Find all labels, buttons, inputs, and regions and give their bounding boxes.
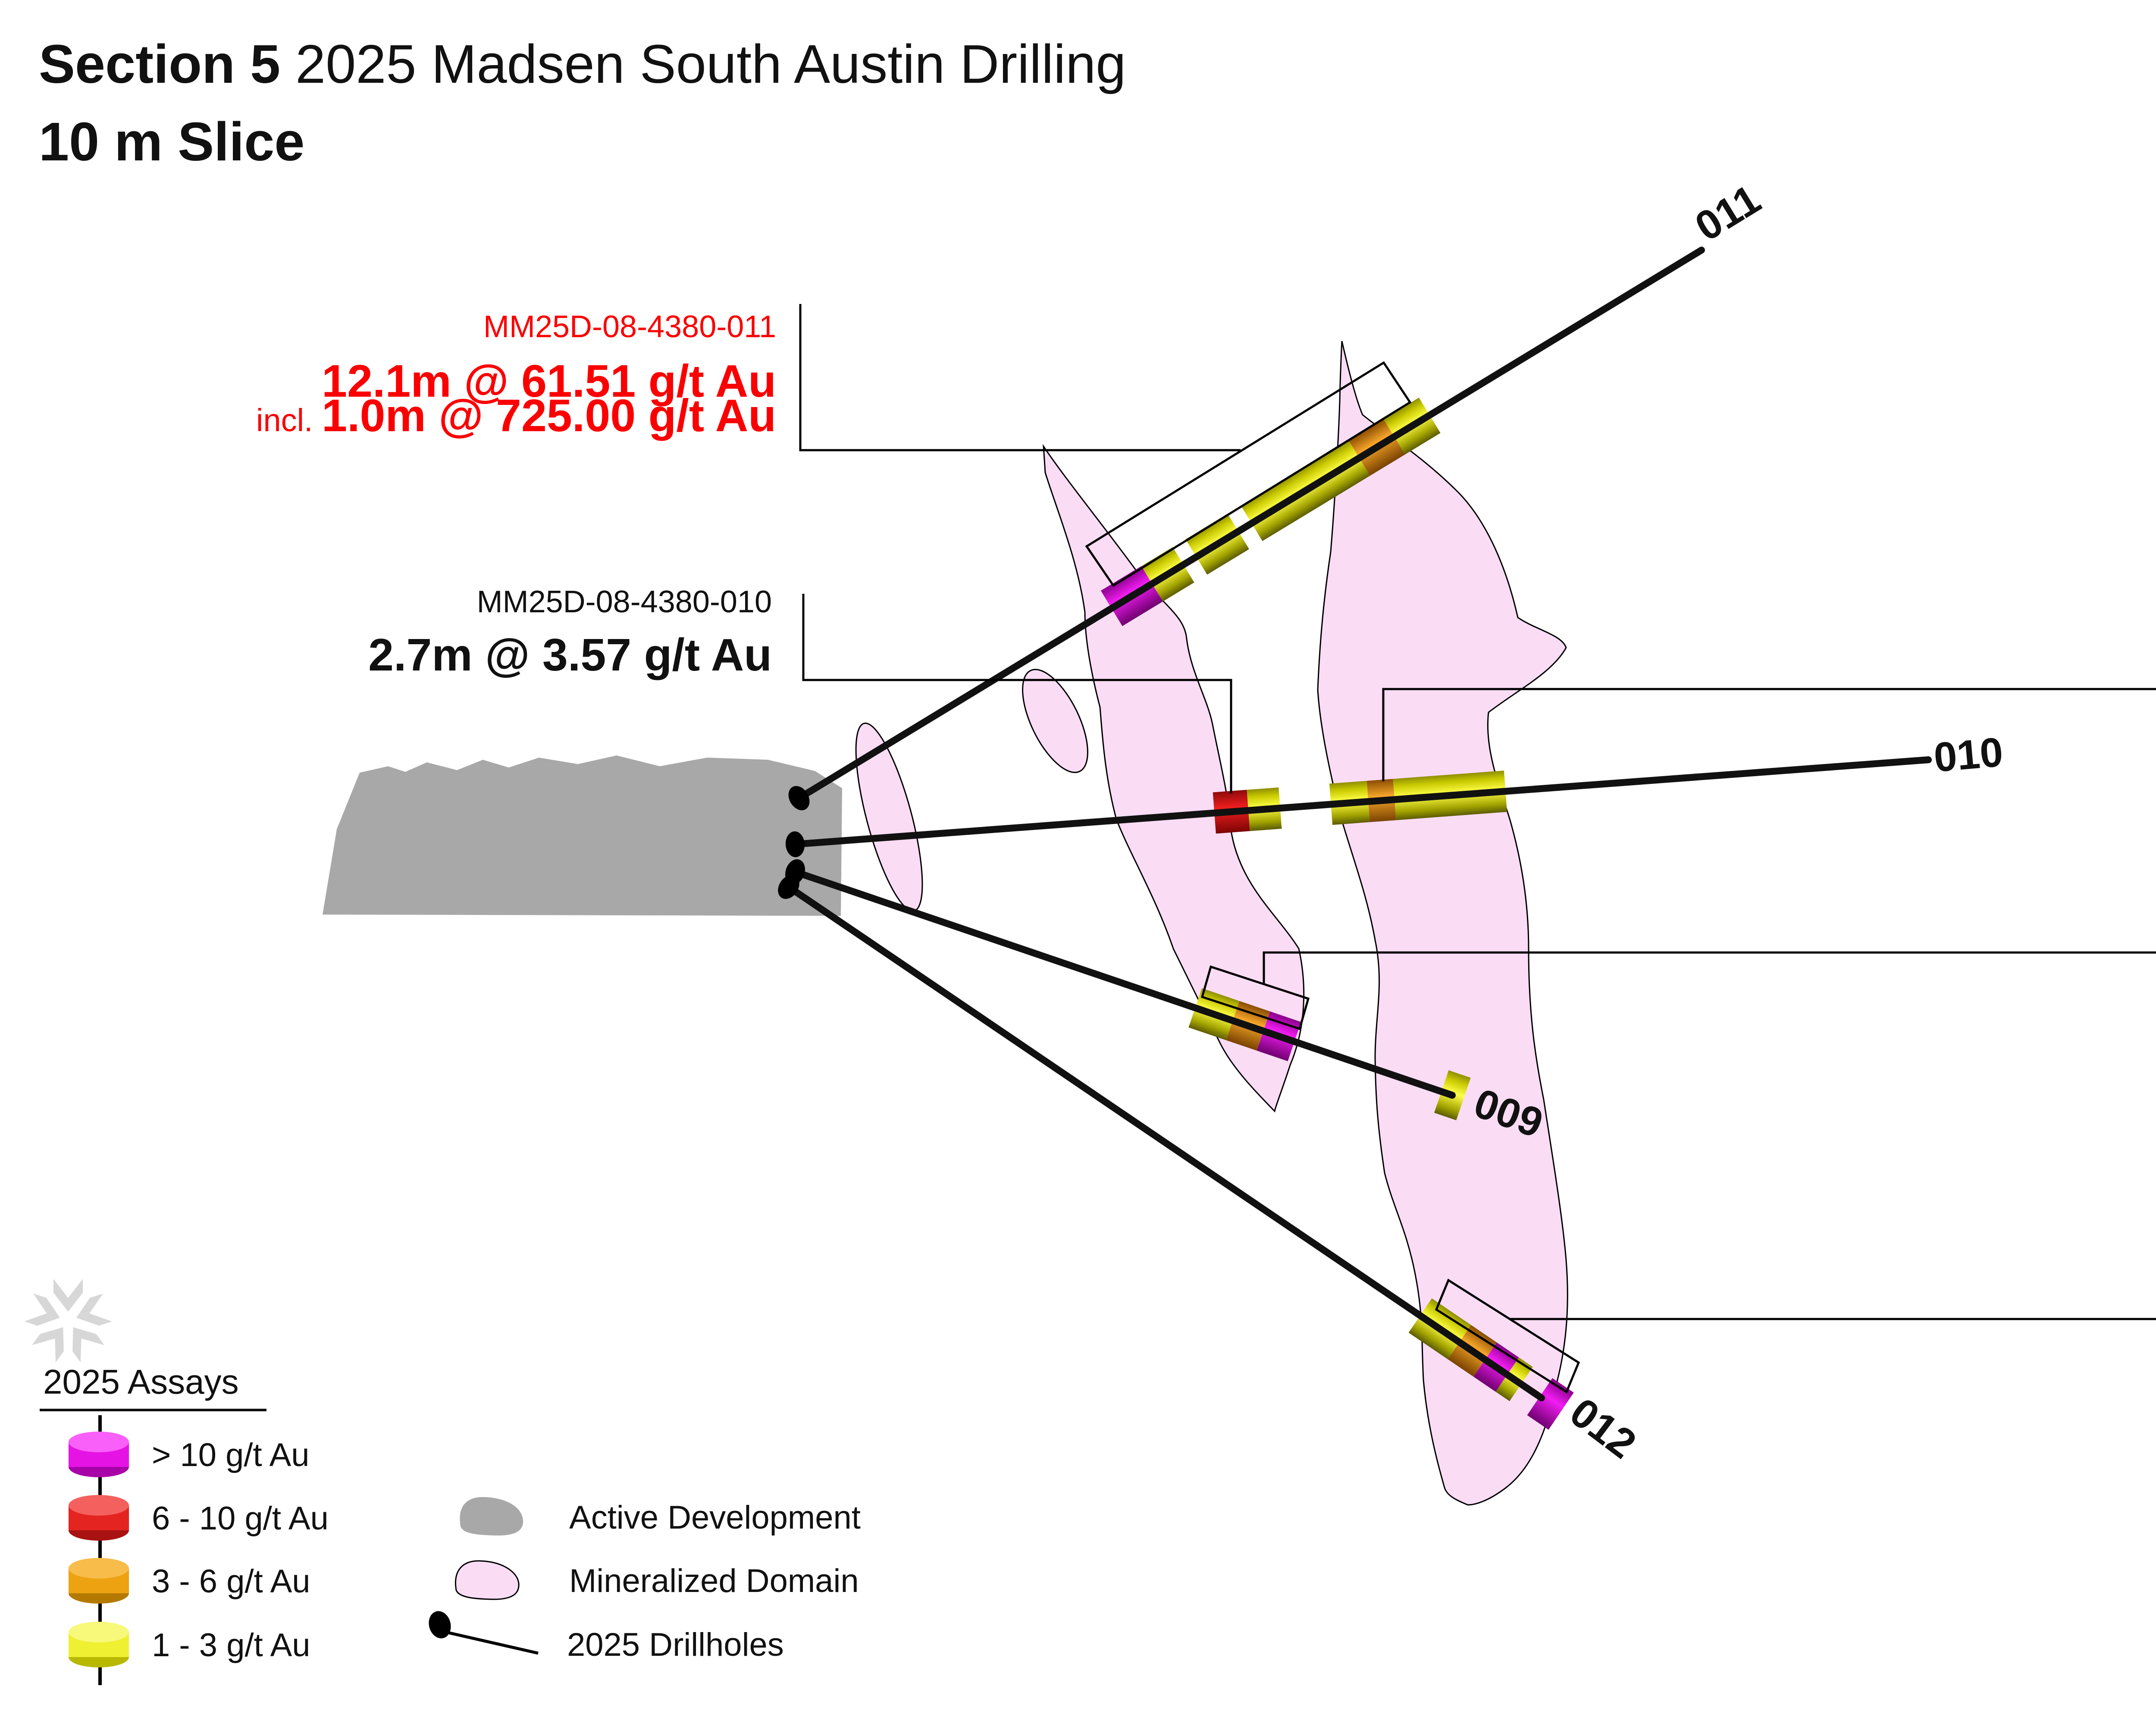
assay-cyl-6-10 [69, 1495, 129, 1541]
domain-lens-small [1022, 669, 1088, 773]
leader-009 [1263, 951, 2156, 983]
annotation-011-incl: incl. 1.0m @ 725.00 g/t Au [256, 390, 776, 441]
active-development-shape [323, 755, 842, 916]
legend-drillhole-line-icon [447, 1631, 539, 1655]
assay-label-gt10: > 10 g/t Au [152, 1437, 310, 1473]
annotation-010-left-id: MM25D-08-4380-010 [477, 585, 772, 619]
trace-011 [796, 247, 1705, 802]
trace-009 [792, 868, 1456, 1099]
legend-active-development-swatch [460, 1497, 523, 1536]
collar-010 [785, 831, 805, 857]
legend-active-development-label: Active Development [569, 1499, 861, 1536]
page-title-bold: Section 5 [39, 34, 280, 94]
assay-legend: 2025 Assays > 10 g/t Au 6 - 10 g/t Au 3 … [40, 1363, 329, 1685]
leader-011 [799, 304, 1241, 451]
trace-010 [792, 756, 1932, 848]
annotation-011-id: MM25D-08-4380-011 [483, 310, 776, 344]
assay-cyl-3-6 [69, 1558, 129, 1604]
box-009 [1200, 965, 1310, 1031]
trace-label-012: 012 [1561, 1389, 1644, 1467]
assay-cyl-gt10 [69, 1432, 129, 1477]
trace-label-011: 011 [1687, 176, 1768, 250]
box-012 [1435, 1278, 1580, 1394]
legend-drillhole-collar-icon [429, 1611, 451, 1639]
assay-legend-title: 2025 Assays [43, 1363, 239, 1401]
box-011 [1085, 361, 1412, 587]
annotation-010-left-value: 2.7m @ 3.57 g/t Au [368, 630, 772, 680]
drill-traces [785, 247, 1932, 1401]
collar-012 [778, 875, 799, 899]
legend-mineralized-domain-label: Mineralized Domain [569, 1563, 859, 1599]
collar-011 [788, 786, 810, 811]
legend-drillholes-label: 2025 Drillholes [567, 1626, 784, 1663]
page-subtitle: 10 m Slice [39, 111, 304, 172]
annotation-011-incl-value: 1.0m @ 725.00 g/t Au [322, 390, 776, 441]
watermark-star-icon [24, 1279, 112, 1363]
leader-010-right [1382, 688, 2156, 781]
leader-010-left [802, 594, 1232, 793]
assay-label-6-10: 6 - 10 g/t Au [152, 1500, 329, 1537]
annotation-011: MM25D-08-4380-011 12.1m @ 61.51 g/t Au i… [256, 310, 776, 441]
annotation-011-value: 12.1m @ 61.51 g/t Au [322, 356, 776, 407]
assay-cyl-1-3 [69, 1622, 129, 1667]
page-title: Section 5 2025 Madsen South Austin Drill… [39, 34, 1126, 94]
legend-mineralized-domain-swatch [455, 1560, 520, 1600]
drill-collars [778, 786, 810, 899]
assay-label-1-3: 1 - 3 g/t Au [152, 1627, 310, 1664]
annotation-011-incl-prefix: incl. [256, 402, 322, 438]
leader-lines [799, 304, 2156, 1320]
assay-label-3-6: 3 - 6 g/t Au [152, 1563, 310, 1600]
page-title-rest: 2025 Madsen South Austin Drilling [280, 34, 1126, 94]
domain-sliver-collar [855, 722, 923, 912]
interval-boxes [1085, 361, 1580, 1394]
annotation-010-left: MM25D-08-4380-010 2.7m @ 3.57 g/t Au [368, 585, 772, 680]
trace-012 [785, 884, 1545, 1401]
map-legend: Active Development Mineralized Domain 20… [429, 1497, 861, 1663]
trace-label-010: 010 [1932, 729, 2005, 781]
